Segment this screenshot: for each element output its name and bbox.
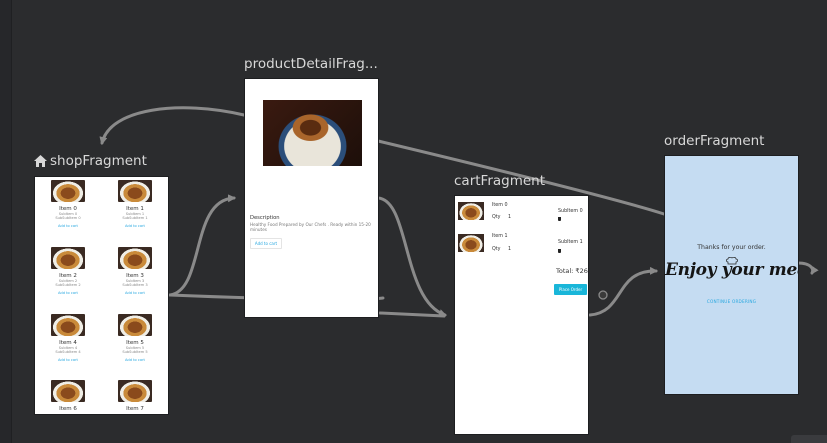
shop-title-text: shopFragment bbox=[50, 153, 147, 169]
add-to-cart-button[interactable]: Add to cart bbox=[125, 357, 145, 362]
qty-label: Qty bbox=[492, 215, 501, 220]
editor-gutter bbox=[0, 0, 12, 443]
detail-destination-title[interactable]: productDetailFrag... bbox=[244, 56, 378, 72]
item-name: Item 5 bbox=[126, 340, 144, 346]
description-text: Healthy Food Prepared by Our Chefs . Rea… bbox=[250, 222, 371, 232]
item-subsub: SubSubItem 0 bbox=[55, 216, 81, 221]
item-subsub: SubSubItem 1 bbox=[122, 216, 148, 221]
shop-item-card[interactable]: Item 7 bbox=[110, 380, 160, 412]
action-shop-to-cart-tail[interactable] bbox=[378, 311, 446, 318]
shop-fragment-preview[interactable]: Item 0 SubItem 0 SubSubItem 0 Add to car… bbox=[35, 177, 168, 414]
item-sub: SubItem 4 bbox=[58, 346, 78, 350]
food-image bbox=[118, 380, 152, 402]
chef-hat-icon bbox=[726, 257, 738, 265]
action-cart-to-order[interactable] bbox=[588, 266, 658, 317]
delete-icon[interactable] bbox=[558, 249, 561, 253]
item-name: Item 2 bbox=[59, 273, 77, 279]
food-image bbox=[51, 180, 85, 202]
cart-item-name: Item 0 bbox=[492, 203, 508, 208]
cart-item-image bbox=[458, 202, 484, 220]
add-to-cart-button[interactable]: Add to cart bbox=[125, 290, 145, 295]
food-image bbox=[118, 314, 152, 336]
order-fragment-preview[interactable]: Thanks for your order. Enjoy your meal! … bbox=[665, 156, 798, 394]
item-name: Item 0 bbox=[59, 206, 77, 212]
cart-total: Total: ₹26 bbox=[556, 267, 588, 275]
burger-hero-image bbox=[263, 100, 362, 166]
item-name: Item 1 bbox=[126, 206, 144, 212]
action-order-self[interactable] bbox=[796, 261, 819, 275]
detail-title-text: productDetailFrag... bbox=[244, 56, 378, 72]
item-name: Item 6 bbox=[59, 406, 77, 412]
item-subsub: SubSubItem 4 bbox=[55, 350, 81, 355]
item-sub: SubItem 0 bbox=[58, 212, 78, 216]
add-to-cart-button[interactable]: Add to cart bbox=[58, 223, 78, 228]
thanks-text: Thanks for your order. bbox=[697, 244, 766, 251]
zoom-controls-corner[interactable] bbox=[791, 435, 827, 443]
food-image bbox=[118, 247, 152, 269]
action-detail-to-cart[interactable] bbox=[376, 196, 447, 317]
shop-item-card[interactable]: Item 3 SubItem 3 SubSubItem 3 Add to car… bbox=[110, 247, 160, 295]
product-detail-fragment-preview[interactable]: Description Healthy Food Prepared by Our… bbox=[245, 79, 378, 317]
item-sub: SubItem 3 bbox=[125, 279, 145, 283]
order-destination-title[interactable]: orderFragment bbox=[664, 133, 764, 149]
item-subsub: SubSubItem 2 bbox=[55, 283, 81, 288]
qty-value: 1 bbox=[508, 247, 512, 252]
shop-destination-title[interactable]: shopFragment bbox=[34, 153, 147, 169]
shop-item-card[interactable]: Item 6 bbox=[43, 380, 93, 412]
shop-item-card[interactable]: Item 2 SubItem 2 SubSubItem 2 Add to car… bbox=[43, 247, 93, 295]
qty-label: Qty bbox=[492, 247, 501, 252]
item-name: Item 3 bbox=[126, 273, 144, 279]
cart-item-name: Item 1 bbox=[492, 234, 508, 239]
shop-item-card[interactable]: Item 4 SubItem 4 SubSubItem 4 Add to car… bbox=[43, 314, 93, 362]
action-shop-to-detail[interactable] bbox=[168, 194, 236, 297]
item-sub: SubItem 1 bbox=[125, 212, 145, 216]
food-image bbox=[51, 247, 85, 269]
action-detail-to-shop[interactable] bbox=[99, 106, 246, 145]
item-sub: SubItem 2 bbox=[58, 279, 78, 283]
cart-item-sub: SubItem 1 bbox=[558, 240, 583, 245]
cart-item-sub: SubItem 0 bbox=[558, 209, 583, 214]
add-to-cart-button[interactable]: Add to cart bbox=[58, 357, 78, 362]
cart-item-image bbox=[458, 234, 484, 252]
food-image bbox=[51, 314, 85, 336]
add-to-cart-button[interactable]: Add to cart bbox=[58, 290, 78, 295]
item-name: Item 4 bbox=[59, 340, 77, 346]
description-title: Description bbox=[250, 215, 280, 221]
order-title-text: orderFragment bbox=[664, 133, 765, 149]
shop-item-card[interactable]: Item 5 SubItem 5 SubSubItem 5 Add to car… bbox=[110, 314, 160, 362]
home-icon bbox=[34, 155, 47, 167]
continue-ordering-button[interactable]: CONTINUE ORDERING bbox=[706, 299, 757, 304]
place-order-button[interactable]: Place Order bbox=[554, 284, 587, 295]
action-detail-to-order[interactable] bbox=[376, 139, 666, 216]
cart-fragment-preview[interactable]: Item 0 Qty 1 SubItem 0 Item 1 Qty 1 SubI… bbox=[455, 196, 588, 434]
add-to-cart-button[interactable]: Add to cart bbox=[125, 223, 145, 228]
item-subsub: SubSubItem 3 bbox=[122, 283, 148, 288]
food-image bbox=[51, 380, 85, 402]
item-sub: SubItem 5 bbox=[125, 346, 145, 350]
shop-item-card[interactable]: Item 1 SubItem 1 SubSubItem 1 Add to car… bbox=[110, 180, 160, 228]
enjoy-your-meal-text: Enjoy your meal! bbox=[665, 260, 798, 280]
delete-icon[interactable] bbox=[558, 217, 561, 221]
cart-destination-title[interactable]: cartFragment bbox=[454, 173, 545, 189]
item-name: Item 7 bbox=[126, 406, 144, 412]
food-image bbox=[118, 180, 152, 202]
qty-value: 1 bbox=[508, 215, 512, 220]
item-subsub: SubSubItem 5 bbox=[122, 350, 148, 355]
shop-item-card[interactable]: Item 0 SubItem 0 SubSubItem 0 Add to car… bbox=[43, 180, 93, 228]
pop-behavior-icon[interactable] bbox=[598, 290, 608, 300]
cart-title-text: cartFragment bbox=[454, 173, 546, 189]
add-to-cart-button[interactable]: Add to cart bbox=[250, 238, 282, 249]
